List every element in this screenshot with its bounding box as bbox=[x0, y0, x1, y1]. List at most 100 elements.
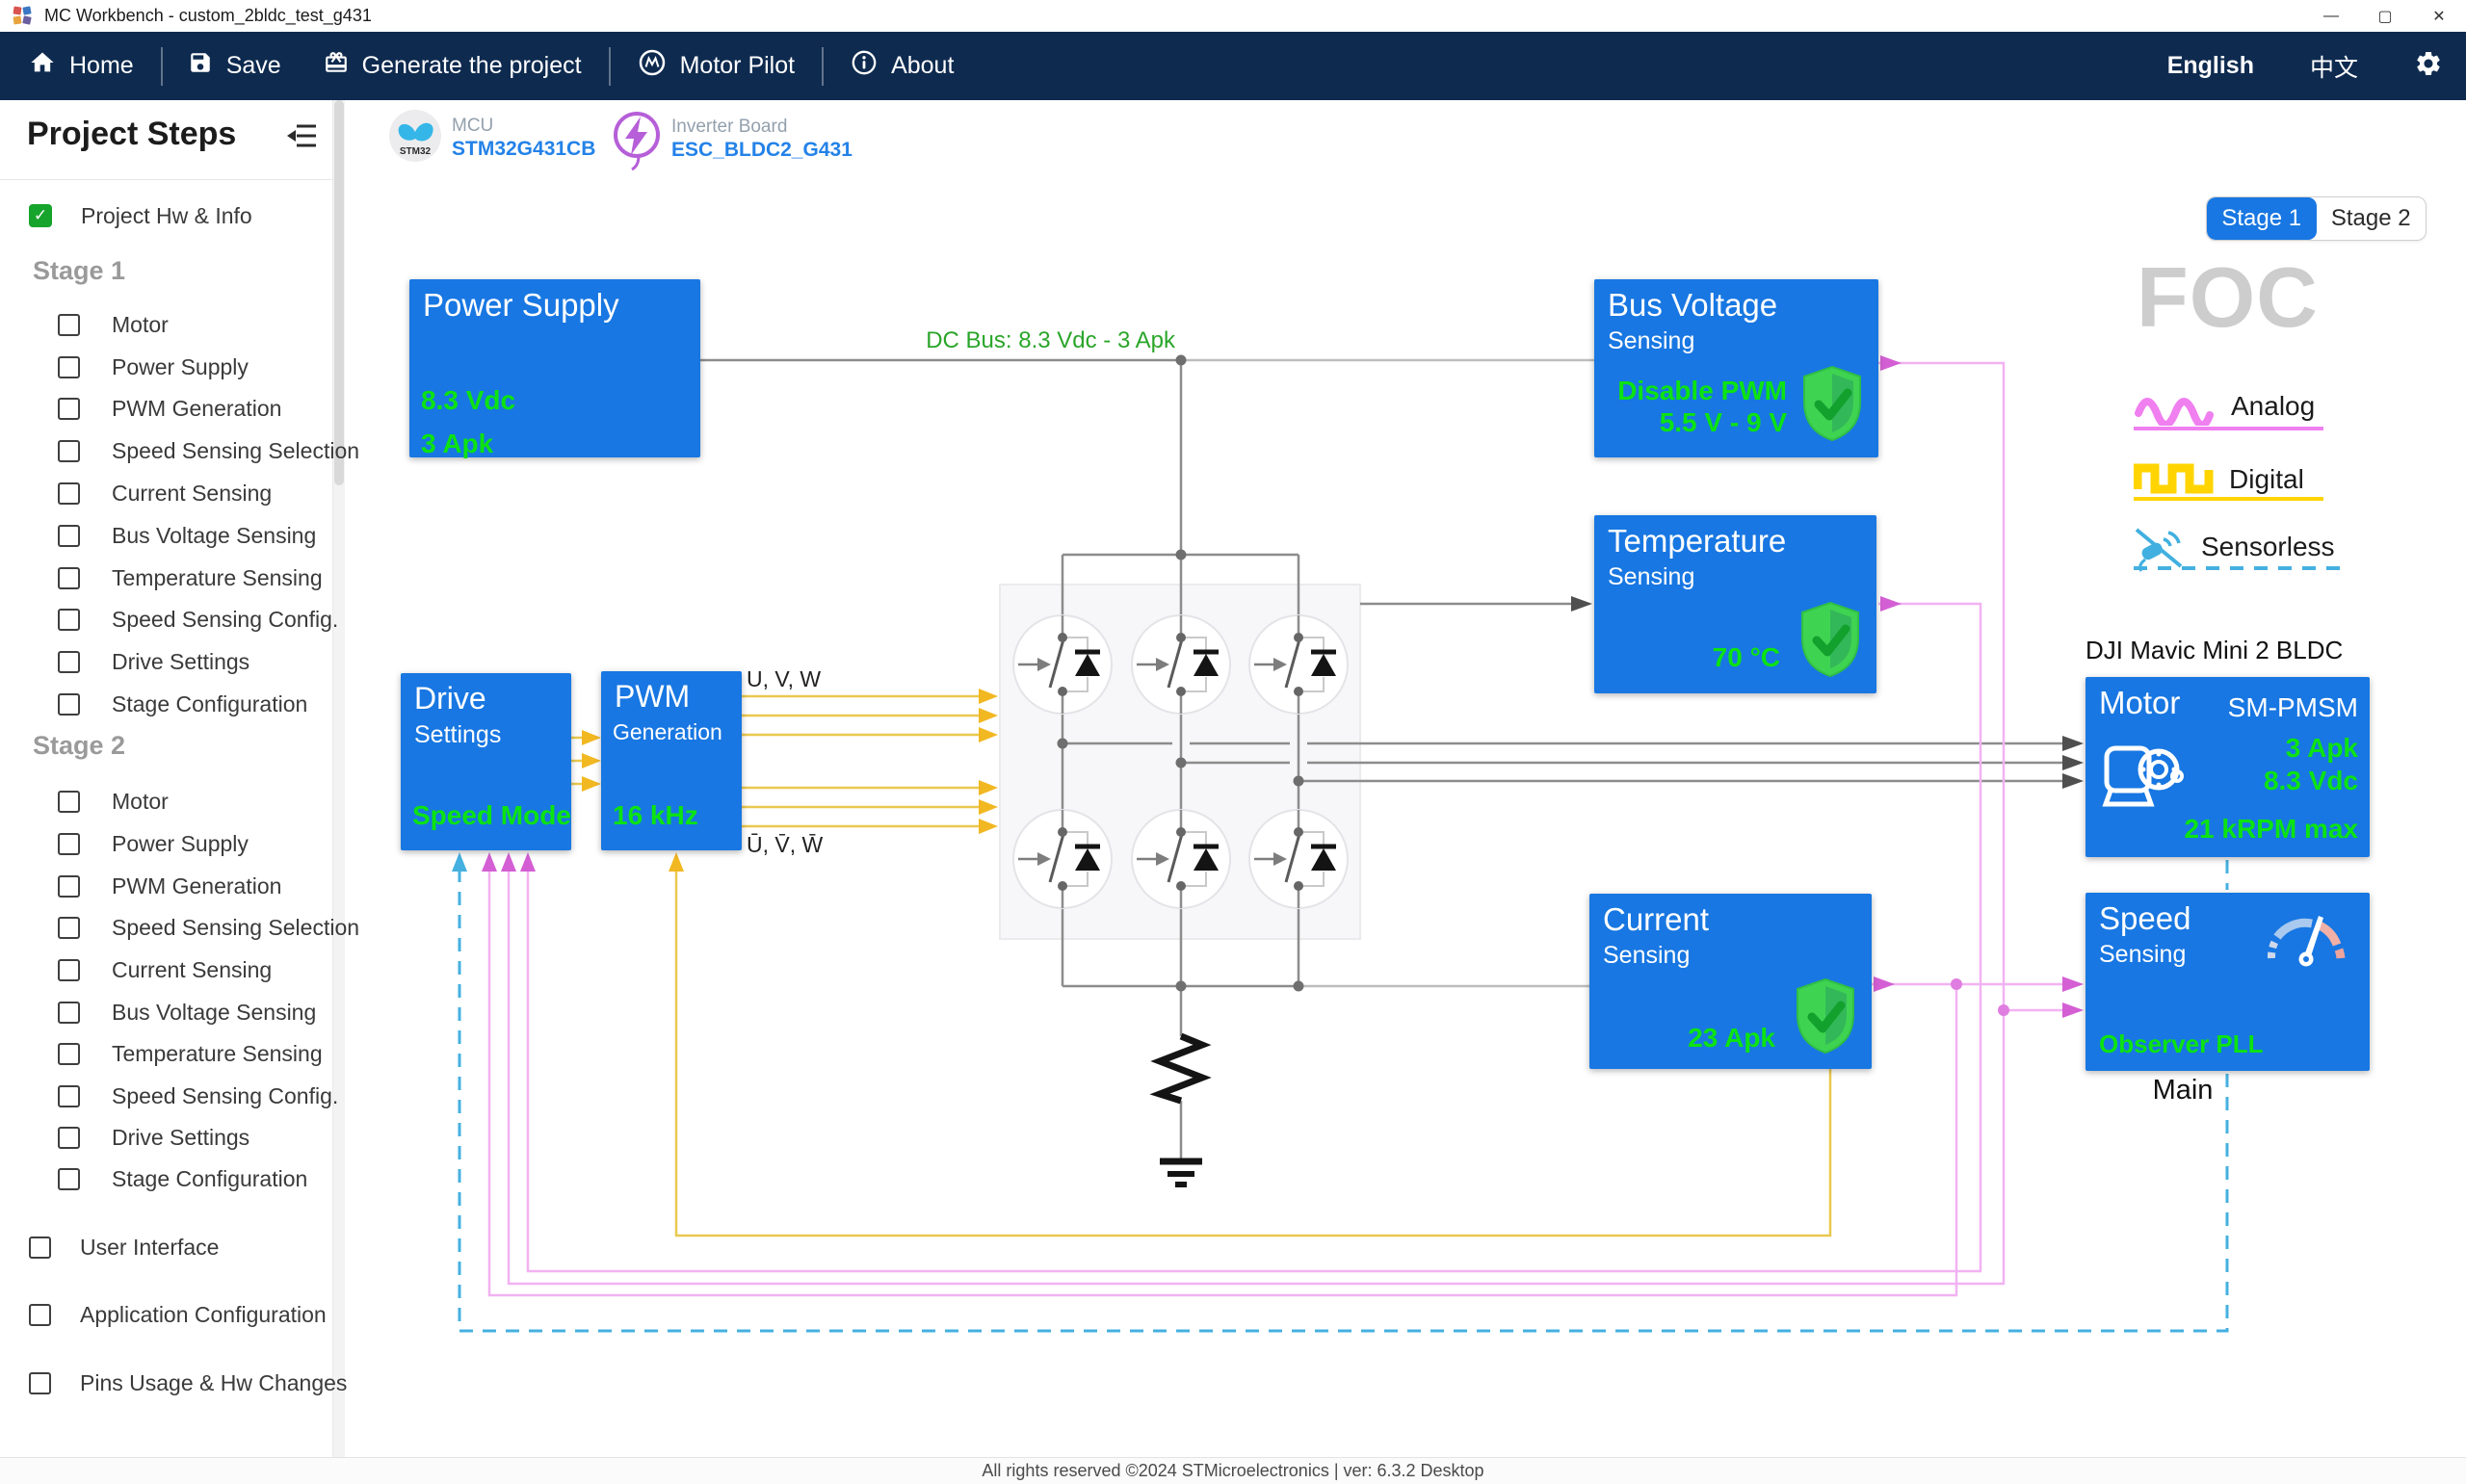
checkbox[interactable] bbox=[58, 397, 80, 420]
checkbox[interactable] bbox=[29, 1236, 51, 1259]
mcu-part-link[interactable]: STM32G431CB bbox=[452, 138, 596, 160]
analog-wave-icon bbox=[2134, 387, 2215, 430]
collapse-sidebar-icon[interactable] bbox=[285, 121, 318, 155]
checkbox[interactable] bbox=[58, 608, 80, 631]
language-chinese-button[interactable]: 中文 bbox=[2309, 54, 2358, 82]
about-button[interactable]: About bbox=[851, 49, 954, 83]
checkbox[interactable] bbox=[58, 439, 80, 462]
drive-settings-block[interactable]: Drive Settings Speed Mode bbox=[401, 673, 571, 850]
checkbox[interactable] bbox=[58, 832, 80, 855]
checkbox[interactable] bbox=[58, 790, 80, 813]
checkbox[interactable] bbox=[58, 566, 80, 589]
close-button[interactable]: ✕ bbox=[2432, 8, 2446, 25]
checkbox[interactable] bbox=[58, 313, 80, 336]
footer-text: All rights reserved ©2024 STMicroelectro… bbox=[982, 1461, 1484, 1480]
drive-mode-value: Speed Mode bbox=[412, 800, 571, 830]
sidebar-item-label: Speed Sensing Config. bbox=[112, 606, 339, 632]
sidebar-title: Project Steps bbox=[27, 116, 237, 152]
sidebar-item-stage2-power-supply[interactable]: Power Supply bbox=[0, 827, 390, 860]
sidebar-item-label: Speed Sensing Config. bbox=[112, 1082, 339, 1108]
phase-arrowheads bbox=[1571, 596, 2084, 789]
stage1-tab[interactable]: Stage 1 bbox=[2207, 197, 2317, 240]
sidebar-item-label: Bus Voltage Sensing bbox=[112, 999, 317, 1025]
checkbox[interactable] bbox=[58, 1001, 80, 1024]
checkbox[interactable] bbox=[58, 482, 80, 505]
sidebar-item-stage1-pwm-generation[interactable]: PWM Generation bbox=[0, 392, 390, 425]
sidebar-item-stage2-speed-sensing-selection[interactable]: Speed Sensing Selection bbox=[0, 911, 390, 944]
bus-voltage-sensing-block[interactable]: Bus Voltage Sensing Disable PWM 5.5 V - … bbox=[1594, 279, 1878, 457]
checkbox[interactable] bbox=[58, 650, 80, 673]
checkbox[interactable] bbox=[29, 1303, 51, 1326]
checkbox[interactable] bbox=[58, 874, 80, 898]
sidebar-item-stage1-motor[interactable]: Motor bbox=[0, 308, 390, 341]
speed-sensing-block[interactable]: Speed Sensing Observer PLL bbox=[2086, 893, 2370, 1071]
legend-analog-label: Analog bbox=[2231, 391, 2316, 421]
inverter-board-link[interactable]: ESC_BLDC2_G431 bbox=[671, 139, 853, 161]
checkbox[interactable] bbox=[58, 1084, 80, 1107]
sidebar-item-stage1-stage-configuration[interactable]: Stage Configuration bbox=[0, 688, 390, 720]
sidebar-item-user-interface[interactable]: User Interface bbox=[0, 1231, 361, 1263]
motor-current-value: 3 Apk bbox=[2285, 733, 2358, 763]
stage2-tab[interactable]: Stage 2 bbox=[2330, 205, 2411, 231]
checkbox[interactable] bbox=[58, 958, 80, 981]
info-icon bbox=[851, 49, 878, 83]
settings-gear-icon[interactable] bbox=[2414, 49, 2443, 83]
main-toolbar: Home Save Generate the project Motor Pil… bbox=[0, 32, 2466, 100]
inverter-board-chip[interactable]: Inverter Board ESC_BLDC2_G431 bbox=[612, 109, 853, 177]
sidebar-scrollbar[interactable] bbox=[332, 100, 345, 1457]
sidebar-item-stage1-current-sensing[interactable]: Current Sensing bbox=[0, 477, 390, 509]
sidebar-item-stage2-bus-voltage-sensing[interactable]: Bus Voltage Sensing bbox=[0, 996, 390, 1028]
pwm-arrowheads bbox=[582, 689, 998, 872]
sidebar-item-stage1-bus-voltage-sensing[interactable]: Bus Voltage Sensing bbox=[0, 519, 390, 552]
sidebar-item-label: Drive Settings bbox=[112, 1124, 250, 1150]
sidebar-item-stage2-pwm-generation[interactable]: PWM Generation bbox=[0, 870, 390, 902]
sidebar-item-stage1-drive-settings[interactable]: Drive Settings bbox=[0, 645, 390, 678]
checkbox[interactable] bbox=[58, 524, 80, 547]
sidebar-item-stage2-stage-configuration[interactable]: Stage Configuration bbox=[0, 1162, 390, 1195]
protection-shield-icon bbox=[1797, 364, 1867, 448]
checkbox[interactable] bbox=[58, 355, 80, 378]
legend-analog-line bbox=[2134, 427, 2323, 430]
generate-project-button[interactable]: Generate the project bbox=[324, 50, 582, 82]
sidebar-item-stage1-speed-sensing-selection[interactable]: Speed Sensing Selection bbox=[0, 434, 390, 467]
checkbox[interactable] bbox=[29, 1371, 51, 1394]
motor-pilot-button[interactable]: Motor Pilot bbox=[638, 48, 795, 84]
temperature-sensing-block[interactable]: Temperature Sensing 70 °C bbox=[1594, 515, 1876, 693]
sidebar-item-pins-usage-hw-changes[interactable]: Pins Usage & Hw Changes bbox=[0, 1367, 361, 1399]
checkbox[interactable] bbox=[58, 1167, 80, 1190]
checkbox[interactable] bbox=[58, 1042, 80, 1065]
sidebar-item-label: Power Supply bbox=[112, 830, 249, 856]
block-title: Bus Voltage bbox=[1608, 287, 1778, 323]
sidebar-item-stage1-speed-sensing-config[interactable]: Speed Sensing Config. bbox=[0, 603, 390, 636]
inverter-board-label: Inverter Board bbox=[671, 117, 788, 137]
scrollbar-thumb[interactable] bbox=[334, 100, 344, 485]
sidebar-item-stage2-drive-settings[interactable]: Drive Settings bbox=[0, 1121, 390, 1154]
motor-pilot-label: Motor Pilot bbox=[679, 52, 796, 79]
mcu-chip[interactable]: STM32 MCU STM32G431CB bbox=[388, 109, 595, 168]
checkbox[interactable] bbox=[58, 916, 80, 939]
home-button[interactable]: Home bbox=[29, 49, 134, 83]
minimize-button[interactable]: — bbox=[2323, 7, 2339, 24]
checkbox[interactable] bbox=[58, 692, 80, 716]
sidebar-item-stage1-temperature-sensing[interactable]: Temperature Sensing bbox=[0, 561, 390, 594]
save-icon bbox=[188, 50, 213, 82]
language-english-button[interactable]: English bbox=[2166, 52, 2254, 79]
checked-checkbox-icon[interactable] bbox=[29, 204, 52, 227]
sidebar-item-stage2-temperature-sensing[interactable]: Temperature Sensing bbox=[0, 1037, 390, 1070]
analog-feedback-wires bbox=[487, 361, 2062, 1297]
pwm-generation-block[interactable]: PWM Generation 16 kHz bbox=[601, 671, 742, 850]
sidebar-item-label: Motor bbox=[112, 311, 169, 337]
power-supply-block[interactable]: Power Supply 8.3 Vdc 3 Apk bbox=[409, 279, 700, 458]
analog-arrowheads bbox=[482, 355, 2084, 1018]
sidebar-item-stage2-current-sensing[interactable]: Current Sensing bbox=[0, 953, 390, 986]
sidebar-item-stage2-speed-sensing-config[interactable]: Speed Sensing Config. bbox=[0, 1080, 390, 1112]
current-sensing-block[interactable]: Current Sensing 23 Apk bbox=[1589, 894, 1872, 1069]
maximize-button[interactable]: ▢ bbox=[2377, 8, 2393, 25]
motor-block[interactable]: Motor SM-PMSM 3 Apk 8.3 Vdc 21 kRPM max bbox=[2086, 677, 2370, 857]
sidebar-item-stage2-motor[interactable]: Motor bbox=[0, 785, 390, 818]
sidebar-item-stage1-power-supply[interactable]: Power Supply bbox=[0, 351, 390, 383]
sidebar-item-application-configuration[interactable]: Application Configuration bbox=[0, 1298, 361, 1331]
save-button[interactable]: Save bbox=[188, 50, 281, 82]
sidebar-item-project-hw-info[interactable]: Project Hw & Info bbox=[0, 199, 361, 232]
checkbox[interactable] bbox=[58, 1126, 80, 1149]
